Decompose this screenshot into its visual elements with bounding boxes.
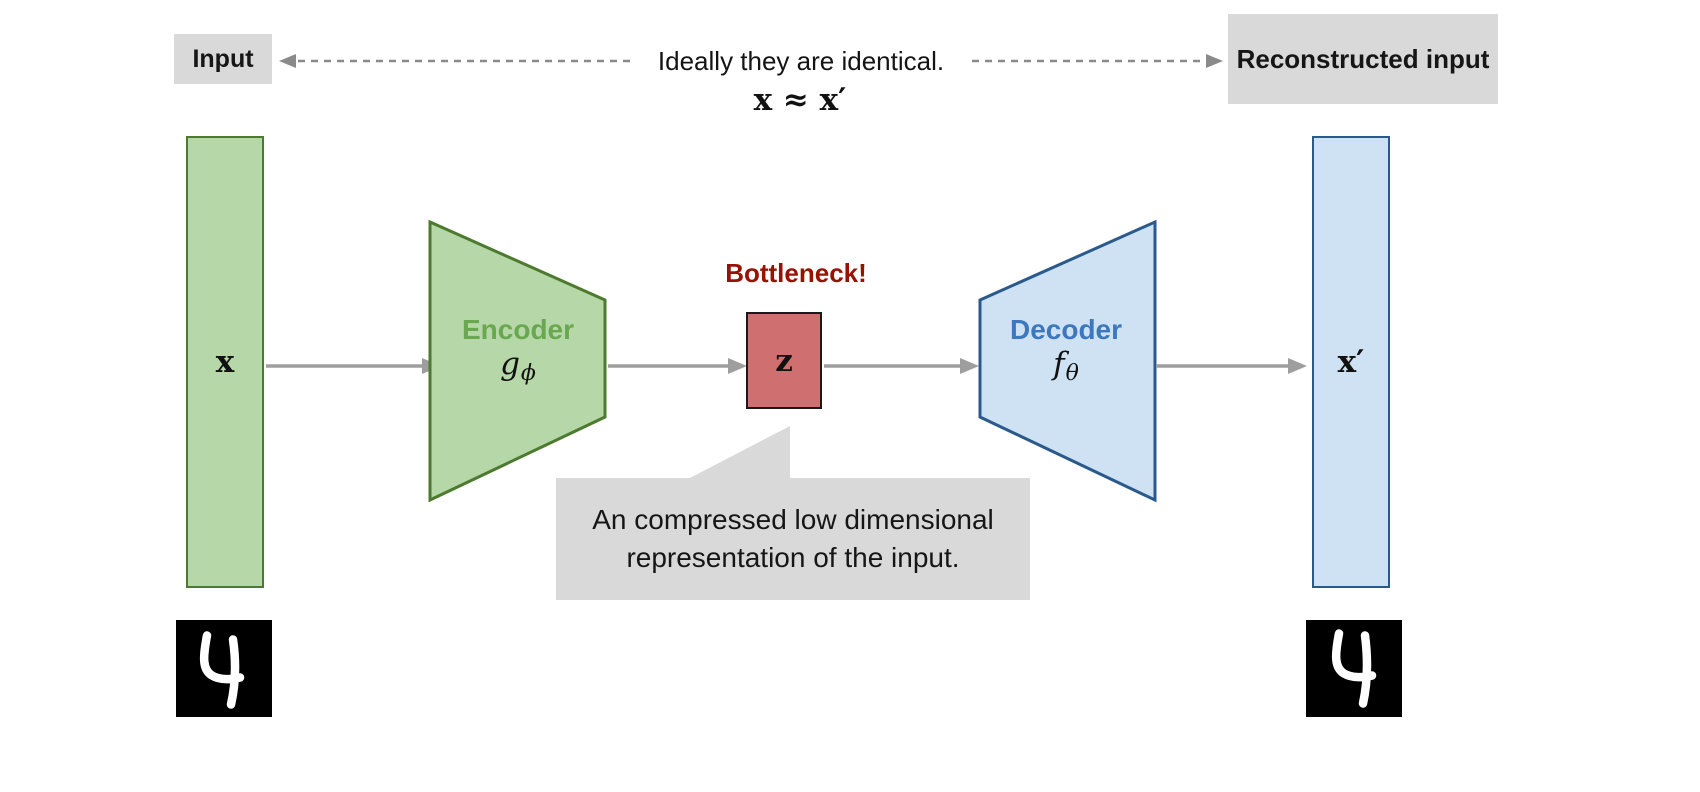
latent-vector-label: z	[775, 342, 793, 379]
output-vector-label: x′	[1337, 344, 1365, 380]
output-vector: x′	[1312, 136, 1390, 588]
reconstructed-input-label-box: Reconstructed input	[1228, 14, 1498, 104]
latent-vector-box: z	[746, 312, 822, 409]
bottleneck-callout: An compressed low dimensional representa…	[556, 478, 1030, 600]
identity-caption: Ideally they are identical.	[657, 46, 945, 76]
decoder-name: Decoder	[1009, 314, 1123, 345]
flow-arrow-decoder-to-output	[1156, 358, 1307, 374]
input-vector: x	[186, 136, 264, 588]
approx-formula: x ≈ x′	[753, 82, 847, 118]
handwritten-four-left	[199, 631, 245, 709]
flow-arrow-input-to-encoder	[266, 358, 441, 374]
input-label-box: Input	[174, 34, 272, 84]
encoder-symbol: g	[500, 346, 520, 382]
handwritten-four-right	[1331, 629, 1377, 708]
flow-arrow-encoder-to-bottleneck	[608, 358, 747, 374]
bottleneck-title: Bottleneck!	[725, 258, 867, 288]
encoder-subscript: ϕ	[520, 361, 536, 386]
dashed-arrow-left-icon	[279, 54, 630, 68]
decoder-subscript: θ	[1065, 361, 1079, 386]
decoder-symbol: f	[1053, 346, 1065, 382]
encoder-shape	[428, 219, 607, 503]
dashed-arrow-right-icon	[972, 54, 1223, 68]
input-vector-label: x	[215, 344, 235, 380]
mnist-digit-image-right	[1306, 620, 1402, 717]
decoder-label: Decoder fθ	[980, 314, 1152, 386]
encoder-label: Encoder gϕ	[432, 314, 604, 386]
callout-tail	[686, 426, 790, 480]
decoder-shape	[978, 219, 1157, 503]
mnist-digit-image-left	[176, 620, 272, 717]
flow-arrow-bottleneck-to-decoder	[824, 358, 979, 374]
encoder-name: Encoder	[461, 314, 575, 345]
